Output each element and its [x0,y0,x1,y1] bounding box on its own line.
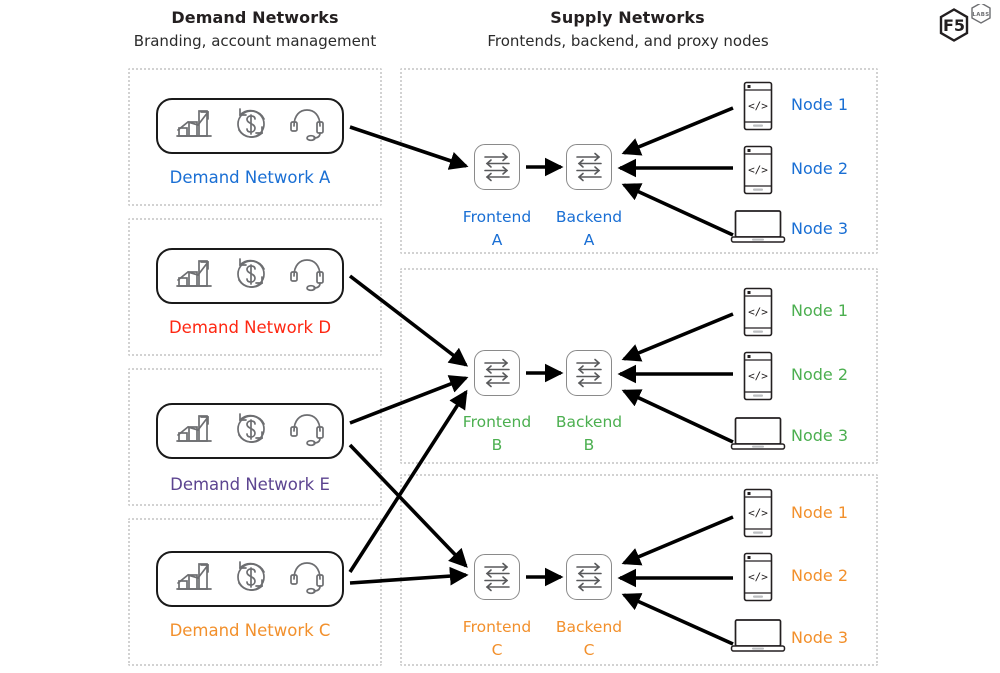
svg-text:</>: </> [748,306,768,319]
node-3-label-c: Node 3 [791,628,849,647]
frontend-b-node[interactable] [474,350,520,396]
frontend-a-label: Frontend A [443,206,551,253]
dollar-refresh-icon [229,557,273,601]
backend-b-label: Backend B [535,411,643,458]
svg-text:</>: </> [748,507,768,520]
svg-text:</>: </> [748,571,768,584]
backend-b-suffix: B [583,436,595,455]
headset-icon [286,254,328,298]
growth-chart-icon [172,410,216,452]
frontend-c-name: Frontend [462,618,532,636]
backend-c-node[interactable] [566,554,612,600]
node-3-label-b: Node 3 [791,426,849,445]
f5-hexagon-outline [939,8,969,42]
node-1-label-b: Node 1 [791,301,849,320]
backend-a-label: Backend A [535,206,643,253]
demand-network-card-d[interactable] [156,248,344,304]
headset-icon [286,104,328,148]
demand-networks-heading: Demand Networks [171,8,339,27]
backend-b-node[interactable] [566,350,612,396]
frontend-b-suffix: B [491,436,503,455]
node-1-label-c: Node 1 [791,503,849,522]
f5-labs-logo: F5 LABS [932,2,994,56]
backend-c-suffix: C [583,641,595,660]
frontend-a-suffix: A [491,231,503,250]
mobile-code-icon[interactable]: </> [742,145,774,199]
demand-network-label-a: Demand Network A [169,168,331,187]
frontend-c-label: Frontend C [443,616,551,663]
demand-network-label-c: Demand Network C [169,621,331,640]
demand-network-card-a[interactable] [156,98,344,154]
mobile-code-icon[interactable]: </> [742,81,774,135]
frontend-b-label: Frontend B [443,411,551,458]
mobile-code-icon[interactable]: </> [742,552,774,606]
demand-network-label-e: Demand Network E [170,475,330,494]
svg-text:</>: </> [748,370,768,383]
laptop-icon[interactable] [730,416,786,456]
dollar-refresh-icon [229,409,273,453]
growth-chart-icon [172,558,216,600]
supply-networks-subheading: Frontends, backend, and proxy nodes [487,32,769,50]
dollar-refresh-icon [229,254,273,298]
demand-networks-subheading: Branding, account management [133,32,377,50]
svg-text:</>: </> [748,164,768,177]
dollar-refresh-icon [229,104,273,148]
backend-a-name: Backend [555,208,623,226]
frontend-a-node[interactable] [474,144,520,190]
backend-b-name: Backend [555,413,623,431]
node-2-label-a: Node 2 [791,159,849,178]
svg-text:</>: </> [748,100,768,113]
demand-network-card-e[interactable] [156,403,344,459]
headset-icon [286,557,328,601]
headset-icon [286,409,328,453]
demand-network-label-d: Demand Network D [168,318,332,337]
node-2-label-b: Node 2 [791,365,849,384]
node-3-label-a: Node 3 [791,219,849,238]
laptop-icon[interactable] [730,209,786,249]
backend-a-node[interactable] [566,144,612,190]
frontend-c-suffix: C [491,641,503,660]
demand-network-card-c[interactable] [156,551,344,607]
frontend-b-name: Frontend [462,413,532,431]
f5-logo-text: F5 [943,16,965,35]
laptop-icon[interactable] [730,618,786,658]
mobile-code-icon[interactable]: </> [742,351,774,405]
mobile-code-icon[interactable]: </> [742,488,774,542]
growth-chart-icon [172,105,216,147]
backend-c-name: Backend [555,618,623,636]
growth-chart-icon [172,255,216,297]
backend-a-suffix: A [583,231,595,250]
labs-logo-text: LABS [972,12,989,18]
frontend-c-node[interactable] [474,554,520,600]
backend-c-label: Backend C [535,616,643,663]
node-1-label-a: Node 1 [791,95,849,114]
mobile-code-icon[interactable]: </> [742,287,774,341]
node-2-label-c: Node 2 [791,566,849,585]
demand-group-c [128,518,382,666]
supply-networks-heading: Supply Networks [550,8,705,27]
frontend-a-name: Frontend [462,208,532,226]
